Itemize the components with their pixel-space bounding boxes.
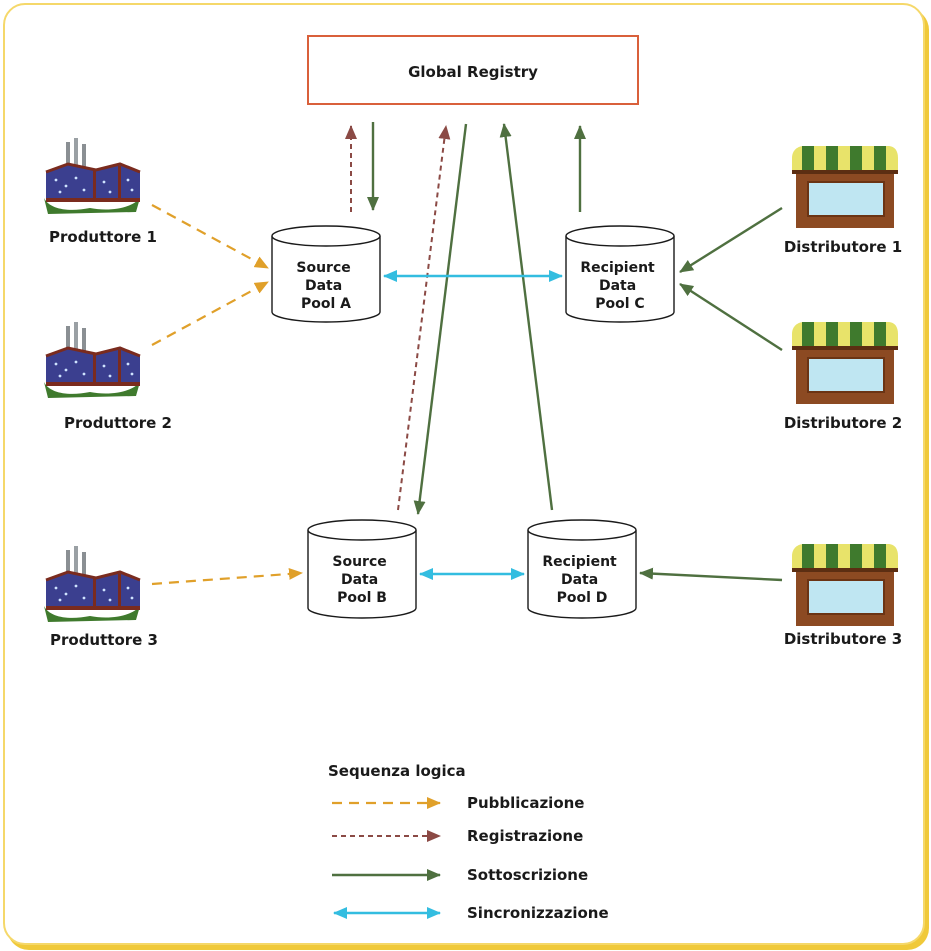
pool-a-label: Source Data Pool A [296,260,355,312]
shop-icon [791,321,899,405]
subscription-arrow-registry-b [413,123,468,515]
pool-c: Recipient Data Pool C [565,225,675,323]
producer-3-label: Produttore 3 [50,631,158,649]
publication-arrow-p2 [151,281,269,346]
pool-c-label: Recipient Data Pool C [580,260,659,312]
pool-b-line-3: Pool B [337,590,387,606]
producer-1: Produttore 1 [42,136,157,246]
shop-icon [791,145,899,229]
diagram-frame [3,3,925,945]
publication-arrow-p1 [151,204,269,269]
pool-a-line-1: Source [296,260,350,276]
pool-d-line-1: Recipient [542,554,617,570]
pool-c-line-3: Pool C [595,296,644,312]
pool-d: Recipient Data Pool D [527,519,637,619]
legend-title: Sequenza logica [328,762,466,780]
subscription-arrow-d2 [679,282,783,352]
shop-icon [791,543,899,627]
legend-publication-label: Pubblicazione [467,794,584,812]
pool-d-line-3: Pool D [557,590,608,606]
distributor-3-label: Distributore 3 [784,630,902,648]
subscription-arrow-d-registry [499,123,554,511]
distributor-3: Distributore 3 [784,543,902,648]
producer-1-label: Produttore 1 [49,228,157,246]
factory-icon [42,544,142,624]
pool-b: Source Data Pool B [307,519,417,619]
publication-arrow-p3 [151,567,303,586]
pool-a-line-3: Pool A [301,296,351,312]
pool-c-line-2: Data [599,278,636,294]
distributor-1-label: Distributore 1 [784,238,902,256]
pool-b-label: Source Data Pool B [332,554,391,606]
legend-synchronization-label: Sincronizzazione [467,904,609,922]
pool-a-line-2: Data [305,278,342,294]
pool-d-line-2: Data [561,572,598,588]
legend-subscription-label: Sottoscrizione [467,866,588,884]
global-registry-label: Global Registry [408,63,538,81]
distributor-2-label: Distributore 2 [784,414,902,432]
global-registry: Global Registry [307,35,639,105]
subscription-arrow-d3 [639,567,783,582]
legend: Sequenza logica Pubblicazione Registrazi… [328,762,609,922]
pool-c-line-1: Recipient [580,260,655,276]
factory-icon [42,136,142,216]
subscription-arrow-d1 [679,206,783,274]
pool-a: Source Data Pool A [271,225,381,323]
pool-d-label: Recipient Data Pool D [542,554,621,606]
producer-2: Produttore 2 [42,320,172,432]
pool-b-line-1: Source [332,554,386,570]
distributor-1: Distributore 1 [784,145,902,256]
pool-b-line-2: Data [341,572,378,588]
producer-3: Produttore 3 [42,544,158,649]
distributor-2: Distributore 2 [784,321,902,432]
registration-arrow-b [397,125,451,511]
factory-icon [42,320,142,400]
legend-registration-label: Registrazione [467,827,583,845]
producer-2-label: Produttore 2 [64,414,172,432]
